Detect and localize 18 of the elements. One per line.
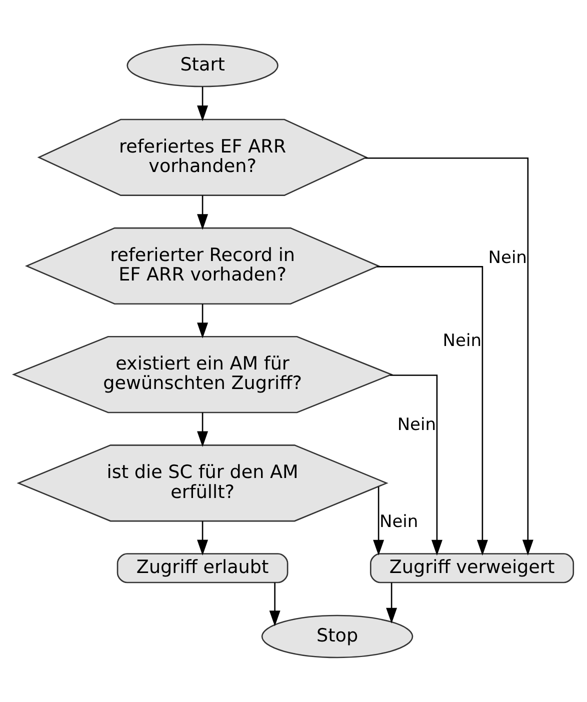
arrow bbox=[373, 486, 384, 556]
arrow bbox=[197, 304, 208, 338]
arrow bbox=[365, 157, 534, 556]
node-box: Zugriff erlaubt bbox=[116, 553, 288, 584]
arrow bbox=[197, 412, 208, 447]
edge-label: Nein bbox=[488, 248, 527, 268]
arrow bbox=[269, 582, 280, 626]
node-ellipse: Stop bbox=[261, 614, 414, 658]
arrow bbox=[377, 266, 488, 556]
arrow bbox=[390, 374, 442, 556]
arrow bbox=[197, 521, 208, 556]
edge-label: Nein bbox=[397, 414, 436, 435]
node-box: Zugriff verweigert bbox=[370, 553, 574, 584]
arrow bbox=[197, 86, 208, 122]
edge-label: Nein bbox=[442, 331, 482, 352]
node-ellipse: Start bbox=[126, 44, 278, 88]
arrow bbox=[386, 582, 398, 624]
arrow bbox=[197, 195, 208, 230]
